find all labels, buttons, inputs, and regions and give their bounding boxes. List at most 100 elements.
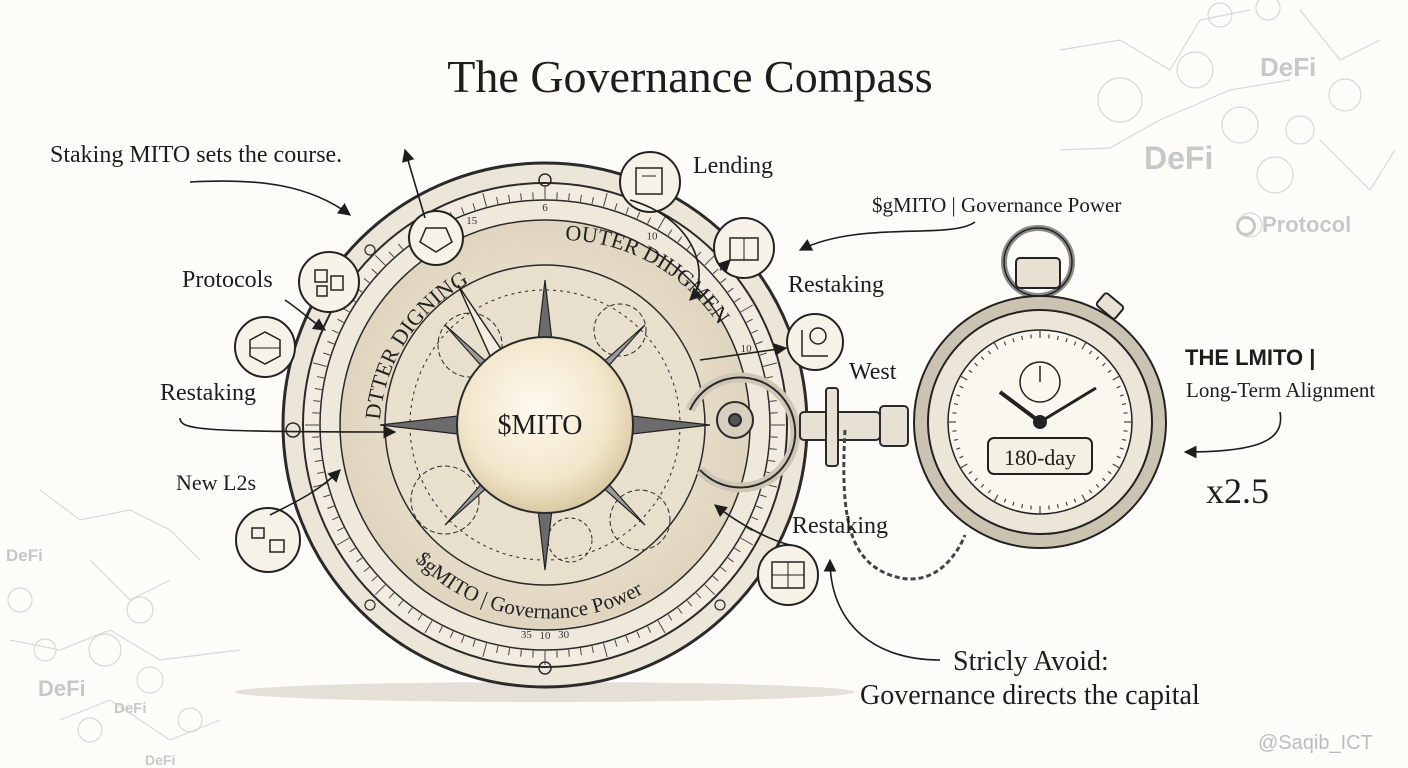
ring-tick (603, 643, 608, 657)
ring-tick-number: 10 (741, 343, 753, 355)
mito-sphere (456, 336, 634, 514)
watermark-defi: DeFi (1144, 140, 1214, 176)
ring-tick (371, 268, 378, 275)
stopwatch-tick (974, 477, 978, 482)
ring-tick (313, 362, 327, 367)
stopwatch-tick (1021, 335, 1024, 340)
ring-tick (579, 648, 582, 656)
stopwatch-tick (1095, 356, 1100, 360)
ring-tick (740, 537, 754, 546)
stopwatch-tick (1003, 341, 1007, 346)
stopwatch-chain (842, 429, 967, 581)
stopwatch-tick (1119, 394, 1124, 397)
label-lmito-title: THE LMITO | (1185, 345, 1316, 370)
medallion-new-l2s (235, 507, 301, 573)
ring-tick (751, 329, 759, 334)
ring-tick (461, 207, 465, 215)
stopwatch-tick (959, 455, 964, 459)
ring-tick (695, 592, 702, 599)
watermark-defi: DeFi (145, 752, 176, 768)
stopwatch-tick (1081, 342, 1087, 350)
ring-tick (316, 376, 325, 379)
annotation-arrows (179, 148, 1282, 661)
stopwatch-tick (1107, 369, 1112, 374)
stopwatch-tick (1088, 489, 1093, 494)
stopwatch-tick (968, 369, 973, 374)
ring-tick (331, 516, 339, 521)
ring-tick (508, 194, 511, 202)
ring-tick (349, 547, 356, 553)
ring-tick (720, 277, 727, 284)
ring-tick (614, 203, 618, 211)
stopwatch-tick (1065, 501, 1068, 506)
ring-tick (397, 243, 404, 250)
ring-tick (769, 448, 777, 450)
ring-tick (704, 254, 716, 266)
center-label: $MITO (497, 410, 582, 441)
ring-tick (331, 329, 339, 334)
stopwatch-tick (1095, 484, 1100, 488)
stopwatch-tick (956, 447, 961, 450)
stopwatch-tick (959, 385, 964, 389)
watermark-credit: @Saqib_ICT (1258, 732, 1373, 754)
stopwatch-tick (1021, 504, 1024, 509)
ring-tick (472, 639, 476, 647)
ring-tick (336, 537, 350, 546)
watermark-defi: DeFi (38, 676, 86, 701)
stopwatch-tick (1003, 498, 1007, 503)
ring-tick (657, 216, 666, 230)
ring-tick (314, 459, 322, 462)
ring-tick (482, 643, 487, 657)
ring-tick (712, 575, 719, 582)
stopwatch-tick (993, 342, 999, 350)
stopwatch-readout: 180-day (1004, 445, 1076, 470)
ring-tick (751, 516, 759, 521)
stopwatch-tick (1081, 494, 1087, 502)
label-restaking-left: Restaking (160, 380, 256, 406)
label-west: West (849, 359, 897, 385)
medallion-protocols (298, 251, 360, 313)
stopwatch-tick (1012, 338, 1015, 343)
ring-tick (625, 207, 629, 215)
ring-tick-number: 30 (558, 629, 570, 641)
label-multiplier: x2.5 (1206, 471, 1269, 511)
stopwatch-tick (1012, 501, 1015, 506)
page-title: The Governance Compass (447, 51, 933, 102)
ring-tick (647, 217, 652, 224)
ring-tick (417, 614, 423, 621)
stopwatch-tick (960, 375, 968, 381)
ring-tick (759, 494, 767, 498)
ring-tick (323, 494, 331, 498)
ring-tick (677, 236, 683, 243)
ring-tick (667, 229, 673, 236)
ring-tick-number: 10 (540, 630, 552, 642)
ring-tick (734, 547, 741, 553)
ring-tick (763, 362, 777, 367)
stopwatch-tick (1116, 455, 1121, 459)
ring-tick (363, 566, 370, 573)
ring-tick (374, 584, 386, 596)
ring-tick (720, 566, 727, 573)
label-strictly-avoid: Stricly Avoid: (953, 646, 1109, 677)
ring-tick (746, 318, 753, 323)
stopwatch-ticks (948, 330, 1132, 514)
ring-tick (769, 400, 777, 402)
label-protocols: Protocols (182, 267, 273, 293)
ring-tick (759, 352, 767, 356)
ring-tick (371, 575, 378, 582)
label-new-l2s: New L2s (176, 470, 257, 495)
ring-tick (461, 635, 465, 643)
ring-tick (636, 631, 641, 639)
ring-tick (482, 193, 487, 207)
ring-tick (374, 254, 386, 266)
stopwatch (913, 225, 1167, 549)
watermark-defi: DeFi (6, 546, 43, 565)
ring-tick (591, 645, 594, 654)
stopwatch-tick (960, 463, 968, 469)
stopwatch-tick (980, 356, 985, 360)
ring-tick (337, 527, 344, 532)
stopwatch-tick (953, 438, 958, 441)
ring-tick (765, 376, 774, 379)
ring-tick (520, 193, 522, 201)
ring-tick (520, 649, 522, 657)
